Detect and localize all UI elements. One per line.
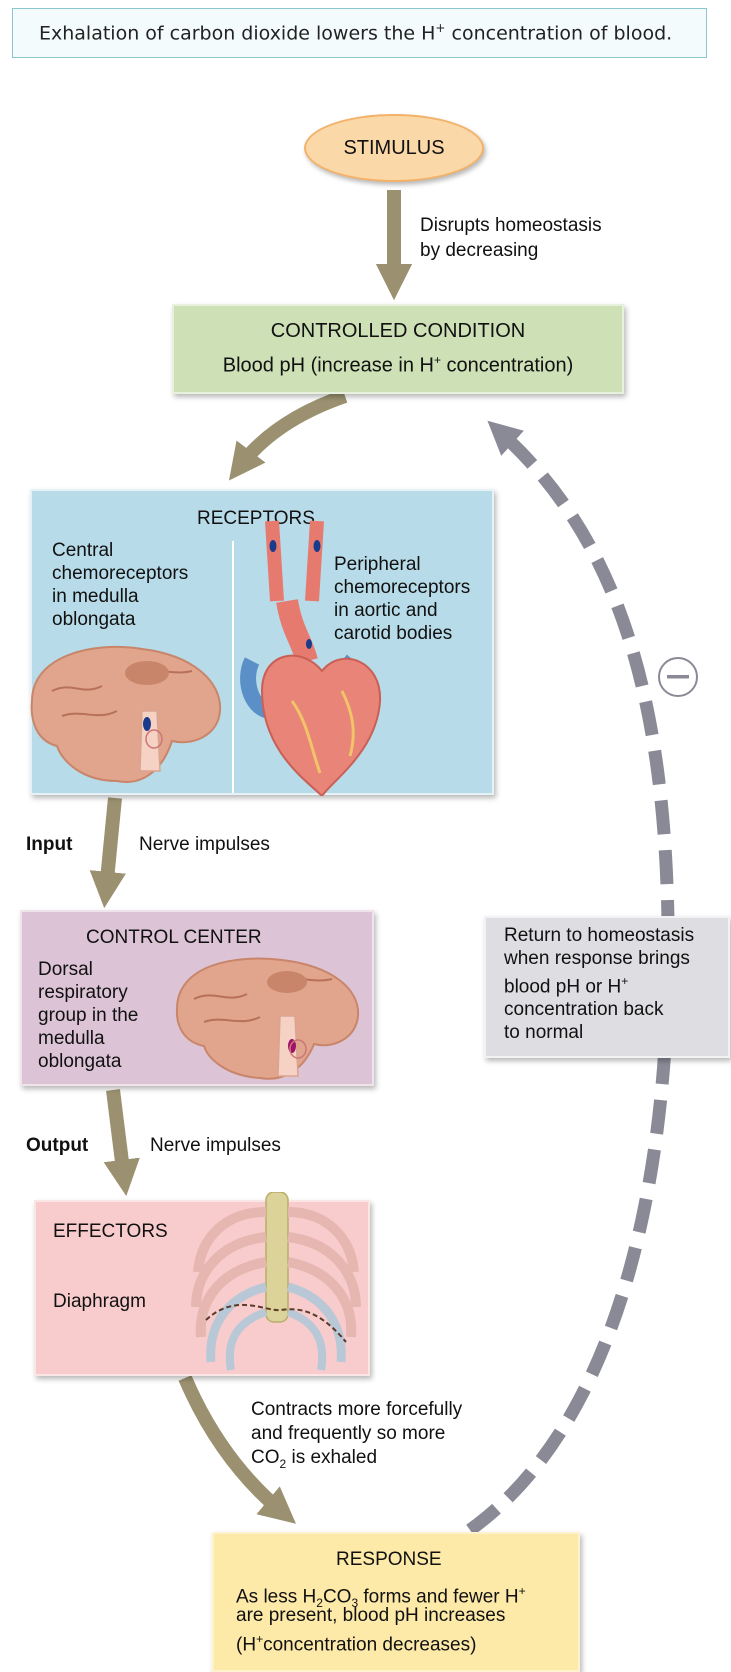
effector-arrow-line1: Contracts more forcefully [251,1398,462,1421]
response-line3: (H+concentration decreases) [236,1628,476,1656]
stimulus-arrow-line2: by decreasing [420,239,538,262]
arrow-receptors-to-control [106,798,115,890]
input-text: Nerve impulses [139,833,270,856]
response-line2: are present, blood pH increases [236,1604,505,1627]
controlled-condition-node: CONTROLLED CONDITION Blood pH (increase … [172,304,624,394]
return-line4: concentration back [504,998,728,1021]
arrow-control-to-effectors [113,1090,124,1178]
control-center-line4: medulla [38,1027,105,1050]
return-line2: when response brings [504,947,728,970]
control-center-line1: Dorsal [38,958,93,981]
effector-arrow-line2: and frequently so more [251,1422,445,1445]
effector-arrow-line3: CO2 is exhaled [251,1446,377,1476]
stimulus-node: STIMULUS [304,114,484,182]
brain-illustration-2 [172,954,362,1082]
ribcage-illustration [186,1192,366,1378]
stimulus-arrow-line1: Disrupts homeostasis [420,214,602,237]
effectors-title: EFFECTORS [53,1220,168,1243]
heart-illustration [232,511,402,796]
control-center-node: CONTROL CENTER Dorsal respiratory group … [20,910,374,1086]
brain-illustration [22,641,227,791]
effectors-node: EFFECTORS Diaphragm [34,1200,370,1376]
output-text: Nerve impulses [150,1134,281,1157]
response-node: RESPONSE As less H2CO3 forms and fewer H… [212,1532,580,1672]
return-line5: to normal [504,1021,728,1044]
response-title: RESPONSE [336,1548,442,1571]
return-homeostasis-node: Return to homeostasis when response brin… [484,916,730,1058]
central-line3: in medulla [52,585,139,608]
control-center-line5: oblongata [38,1050,121,1073]
central-line2: chemoreceptors [52,562,188,585]
control-center-line3: group in the [38,1004,138,1027]
stimulus-label: STIMULUS [343,137,444,160]
control-center-line2: respiratory [38,981,128,1004]
effectors-text: Diaphragm [53,1290,146,1313]
central-line1: Central [52,539,113,562]
control-center-title: CONTROL CENTER [86,926,262,949]
return-line1: Return to homeostasis [504,924,728,947]
input-label: Input [26,833,72,856]
controlled-condition-text: Blood pH (increase in H+ concentration) [174,353,622,378]
controlled-condition-title: CONTROLLED CONDITION [174,320,622,343]
output-label: Output [26,1134,88,1157]
central-line4: oblongata [52,608,135,631]
arrow-condition-to-receptors [240,396,345,466]
return-line3: blood pH or H+ [504,970,728,998]
receptors-node: RECEPTORS Central chemoreceptors in medu… [30,489,494,795]
